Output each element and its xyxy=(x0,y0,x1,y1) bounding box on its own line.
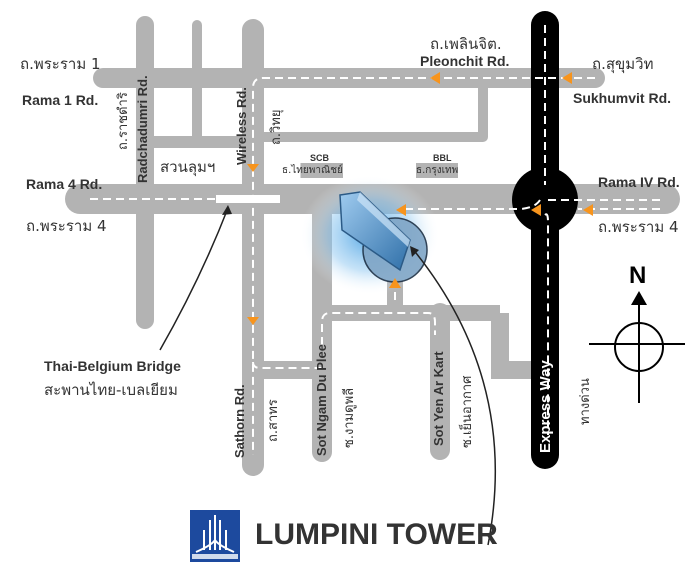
arrow-icon xyxy=(430,72,440,84)
label-rama4-th-right: ถ.พระราม 4 xyxy=(598,218,679,236)
building-icon xyxy=(339,191,411,272)
label-rama1-th: ถ.พระราม 1 xyxy=(20,55,101,73)
label-rama1-en: Rama 1 Rd. xyxy=(22,92,99,108)
label-rama4-th-left: ถ.พระราม 4 xyxy=(26,217,107,235)
lumpini-logo-icon xyxy=(190,510,240,562)
arrow-icon xyxy=(562,72,572,84)
label-pleonchit-th: ถ.เพลินจิต. xyxy=(430,35,502,53)
label-yenakart-th: ซ.เย็นอากาศ xyxy=(460,375,475,448)
label-wireless-en: Wireless Rd. xyxy=(234,87,249,165)
arrow-icon xyxy=(389,278,401,288)
label-radchadumri-en: Radchadumri Rd. xyxy=(135,75,150,183)
bridge-marker xyxy=(216,195,280,203)
label-yenakart-en: Sot Yen Ar Kart xyxy=(431,351,446,446)
label-lumpini-park: สวนลุมฯ xyxy=(160,158,216,176)
arrow-icon xyxy=(247,317,259,325)
label-bridge-en: Thai-Belgium Bridge xyxy=(44,358,181,374)
label-bbl-en: BBL xyxy=(433,153,452,163)
route-arrows xyxy=(247,72,593,325)
pointer-lines xyxy=(159,205,497,546)
label-expressway-en: Express Way xyxy=(537,360,554,453)
label-sukhumvit-en: Sukhumvit Rd. xyxy=(573,90,672,106)
label-bridge-th: สะพานไทย-เบลเยียม xyxy=(44,381,178,399)
compass-north-label: N xyxy=(629,262,647,289)
arrow-icon xyxy=(247,164,259,172)
arrow-icon xyxy=(531,204,541,216)
label-scb-en: SCB xyxy=(310,153,330,163)
arrow-icon xyxy=(396,204,406,216)
label-sukhumvit-th: ถ.สุขุมวิท xyxy=(592,55,654,73)
arrow-icon xyxy=(583,204,593,216)
brand-title: LUMPINI TOWER xyxy=(255,518,498,551)
label-pleonchit-en: Pleonchit Rd. xyxy=(420,53,510,69)
label-radchadumri-th: ถ.ราชดำริ xyxy=(116,92,131,150)
label-ngamduplee-en: Sot Ngam Du Plee xyxy=(314,344,329,456)
road-step xyxy=(491,313,535,379)
label-rama4-en-right: Rama IV Rd. xyxy=(598,174,680,190)
label-sathorn-th: ถ.สาทร xyxy=(266,399,281,442)
road-loop xyxy=(263,78,488,142)
label-sathorn-en: Sathorn Rd. xyxy=(232,384,247,458)
label-rama4-en-left: Rama 4 Rd. xyxy=(26,176,103,192)
compass-icon xyxy=(589,291,685,403)
label-bbl-th: ธ.กรุงเทพ xyxy=(416,163,459,178)
label-scb-th: ธ.ไทยพาณิชย์ xyxy=(282,163,343,178)
label-expressway-th: ทางด่วน xyxy=(578,378,593,425)
lumpini-tower-marker xyxy=(300,175,440,295)
label-wireless-th: ถ.วิทยุ xyxy=(269,109,284,146)
label-ngamduplee-th: ซ.งามดูพลี xyxy=(342,387,357,448)
